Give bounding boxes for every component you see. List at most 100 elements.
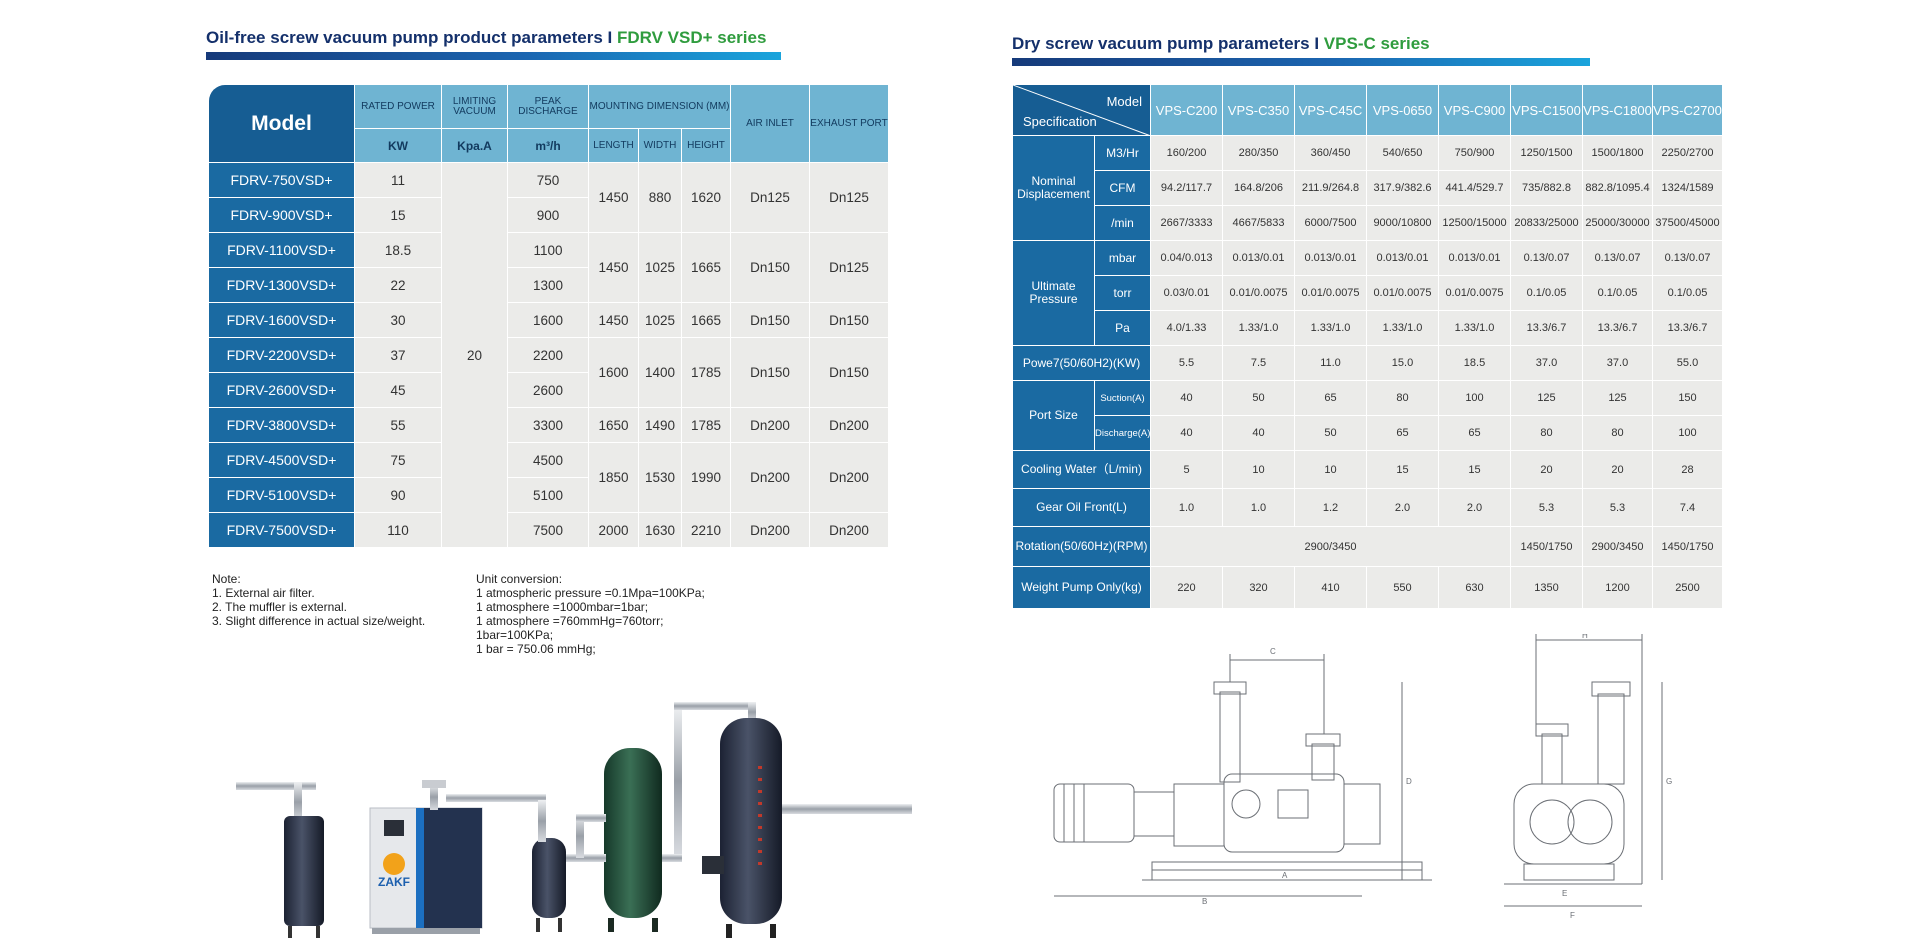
cfm-cell: 94.2/117.7	[1150, 170, 1223, 206]
power-cell: 11	[354, 162, 442, 198]
rated-power-header: RATED POWER	[354, 84, 442, 129]
cooling-cell: 28	[1652, 450, 1723, 489]
zakf-logo-text: ZAKF	[378, 875, 410, 889]
notes-text: Note: 1. External air filter. 2. The muf…	[212, 572, 426, 628]
width-cell: 1530	[638, 442, 682, 513]
model-cell: FDRV-2200VSD+	[208, 337, 355, 373]
fdrv-title-underline	[206, 52, 781, 60]
m3hr-cell: 540/650	[1366, 135, 1439, 171]
discharge-cell: 7500	[507, 512, 589, 548]
model-cell: FDRV-7500VSD+	[208, 512, 355, 548]
width-cell: 1400	[638, 337, 682, 408]
model-cell: FDRV-3800VSD+	[208, 407, 355, 443]
mbar-cell: 0.04/0.013	[1150, 240, 1223, 276]
m3hr-cell: 2250/2700	[1652, 135, 1723, 171]
cfm-cell: 211.9/264.8	[1294, 170, 1367, 206]
model-cell: FDRV-1100VSD+	[208, 232, 355, 268]
fdrv-title-main: Oil-free screw vacuum pump product param…	[206, 28, 617, 47]
rotation-cell: 2900/3450	[1582, 526, 1653, 567]
peak-discharge-header: PEAK DISCHARGE	[507, 84, 589, 129]
weight-cell: 2500	[1652, 566, 1723, 609]
m3hr-label: M3/Hr	[1094, 135, 1151, 171]
discharge-cell: 50	[1294, 415, 1367, 451]
suction-cell: 80	[1366, 380, 1439, 416]
pump-dimension-drawing: C D A B H G E F	[1053, 634, 1672, 920]
pa-cell: 1.33/1.0	[1438, 310, 1511, 346]
height-header: HEIGHT	[681, 128, 731, 163]
model-cell: FDRV-750VSD+	[208, 162, 355, 198]
model-header-cell: VPS-C45C	[1294, 84, 1367, 136]
pa-cell: 13.3/6.7	[1510, 310, 1583, 346]
mbar-cell: 0.013/0.01	[1222, 240, 1295, 276]
vps-title-main: Dry screw vacuum pump parameters I	[1012, 34, 1324, 53]
dim-label-e: E	[1562, 889, 1567, 898]
air-inlet-cell: Dn200	[730, 442, 810, 513]
fdrv-title-series: FDRV VSD+ series	[616, 28, 767, 47]
power-cell: 5.5	[1150, 345, 1223, 381]
per-min-cell: 2667/3333	[1150, 205, 1223, 241]
model-header-cell: VPS-0650	[1366, 84, 1439, 136]
corner-spec-label: Specification	[1023, 114, 1097, 129]
model-cell: FDRV-5100VSD+	[208, 477, 355, 513]
unit-kpa: Kpa.A	[441, 128, 508, 163]
power-label: Powe7(50/60H2)(KW)	[1012, 345, 1151, 381]
dim-label-d: D	[1406, 777, 1412, 786]
vps-panel: Dry screw vacuum pump parameters I VPS-C…	[1012, 34, 1723, 920]
cooling-cell: 20	[1582, 450, 1653, 489]
torr-cell: 0.03/0.01	[1150, 275, 1223, 311]
pa-cell: 1.33/1.0	[1294, 310, 1367, 346]
rotation-cell: 1450/1750	[1652, 526, 1723, 567]
cooling-cell: 5	[1150, 450, 1223, 489]
dim-label-a: A	[1282, 871, 1288, 880]
torr-cell: 0.01/0.0075	[1366, 275, 1439, 311]
model-header-cell: VPS-C2700	[1652, 84, 1723, 136]
model-cell: FDRV-900VSD+	[208, 197, 355, 233]
ultimate-pressure-label: Ultimate Pressure	[1012, 240, 1095, 346]
discharge-cell: 900	[507, 197, 589, 233]
model-header-cell: VPS-C900	[1438, 84, 1511, 136]
power-cell: 15	[354, 197, 442, 233]
width-cell: 1025	[638, 232, 682, 303]
cfm-label: CFM	[1094, 170, 1151, 206]
cooling-cell: 20	[1510, 450, 1583, 489]
length-cell: 1850	[588, 442, 639, 513]
length-cell: 1600	[588, 337, 639, 408]
discharge-cell: 40	[1150, 415, 1223, 451]
discharge-cell: 65	[1438, 415, 1511, 451]
model-cell: FDRV-2600VSD+	[208, 372, 355, 408]
exhaust-port-cell: Dn150	[809, 302, 889, 338]
m3hr-cell: 1500/1800	[1582, 135, 1653, 171]
height-cell: 2210	[681, 512, 731, 548]
model-cell: FDRV-1300VSD+	[208, 267, 355, 303]
exhaust-port-cell: Dn125	[809, 162, 889, 233]
width-header: WIDTH	[638, 128, 682, 163]
air-inlet-cell: Dn125	[730, 162, 810, 233]
fdrv-panel: Oil-free screw vacuum pump product param…	[206, 28, 912, 938]
cfm-cell: 1324/1589	[1652, 170, 1723, 206]
torr-cell: 0.1/0.05	[1582, 275, 1653, 311]
torr-cell: 0.01/0.0075	[1438, 275, 1511, 311]
air-inlet-cell: Dn150	[730, 337, 810, 408]
gear-oil-cell: 5.3	[1582, 488, 1653, 527]
power-cell: 37.0	[1510, 345, 1583, 381]
limiting-vacuum-header: LIMITING VACUUM	[441, 84, 508, 129]
weight-cell: 550	[1366, 566, 1439, 609]
exhaust-port-cell: Dn150	[809, 337, 889, 408]
suction-cell: 125	[1582, 380, 1653, 416]
per-min-cell: 12500/15000	[1438, 205, 1511, 241]
height-cell: 1990	[681, 442, 731, 513]
width-cell: 1025	[638, 302, 682, 338]
discharge-cell: 40	[1222, 415, 1295, 451]
pa-label: Pa	[1094, 310, 1151, 346]
gear-oil-cell: 2.0	[1438, 488, 1511, 527]
power-cell: 55	[354, 407, 442, 443]
dim-label-f: F	[1570, 911, 1575, 920]
gear-oil-label: Gear Oil Front(L)	[1012, 488, 1151, 527]
mbar-cell: 0.013/0.01	[1438, 240, 1511, 276]
pa-cell: 1.33/1.0	[1222, 310, 1295, 346]
power-cell: 55.0	[1652, 345, 1723, 381]
unit-conversion-text: Unit conversion: 1 atmospheric pressure …	[476, 572, 705, 656]
power-cell: 75	[354, 442, 442, 478]
cooling-water-label: Cooling Water（L/min)	[1012, 450, 1151, 489]
corner-diagonal-line	[1013, 85, 1149, 135]
